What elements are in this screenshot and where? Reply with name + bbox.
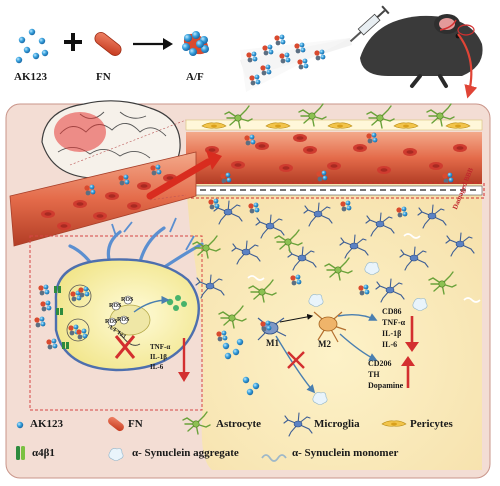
brain-icon xyxy=(41,100,181,197)
legend-label-integrin: α4β1 xyxy=(32,447,55,459)
legend-label-synuclein-aggregate: α- Synuclein aggregate xyxy=(132,447,239,459)
ak123-particle-icon xyxy=(28,28,36,36)
ak123-particle-icon xyxy=(18,36,26,44)
m2-marker-arrow-icon xyxy=(401,356,415,388)
m2-microglia xyxy=(313,311,347,343)
m2-marker-th: TH xyxy=(368,370,380,379)
m1-marker-tnf: TNF-α xyxy=(382,318,406,327)
label-m1: M1 xyxy=(266,338,279,348)
enzyme-label: ROS xyxy=(105,319,118,325)
blood-vessel-lumen xyxy=(186,132,482,184)
inset-cytokine-il1b: IL-1β xyxy=(150,353,167,361)
ak123-particle-icon xyxy=(23,46,31,54)
legend-label-synuclein-monomer: α- Synuclein monomer xyxy=(292,447,399,459)
label-ak123: AK123 xyxy=(14,71,47,83)
fn-capsule-icon xyxy=(108,416,124,432)
ak123-particle-icon xyxy=(15,56,23,64)
label-af: A/F xyxy=(186,71,204,83)
m1-marker-il6: IL-6 xyxy=(382,340,398,349)
enzyme-label: ROS xyxy=(117,317,130,323)
zoom-guide-lines xyxy=(69,119,187,201)
zoom-in-arrow-icon xyxy=(146,150,222,200)
tissue-cells xyxy=(192,198,481,360)
ak123-particle-icon xyxy=(41,49,49,57)
fn-capsule-icon xyxy=(94,32,122,56)
inset-cytokine-tnf: TNF-α xyxy=(150,343,171,351)
enzyme-label: ROS xyxy=(109,303,122,309)
plus-sign-icon xyxy=(64,33,82,51)
legend-label-fn: FN xyxy=(128,418,143,430)
label-fn: FN xyxy=(96,71,111,83)
inset-cytokine-il6: IL-6 xyxy=(150,363,164,371)
m2-marker-cd206: CD206 xyxy=(368,359,392,368)
mouse-icon xyxy=(360,14,483,88)
m2-marker-dopamine: Dopamine xyxy=(368,381,404,390)
microglia-cell-inset xyxy=(34,217,204,382)
ak123-particle-icon xyxy=(32,52,40,60)
legend-label-microglia: Microglia xyxy=(314,418,360,430)
mouse-to-brain-arrow-icon xyxy=(457,33,478,99)
ak123-particle-icon xyxy=(38,37,46,45)
label-m2: M2 xyxy=(318,339,331,349)
reaction-arrow-icon xyxy=(133,38,173,50)
left-blood-vessel xyxy=(9,151,197,247)
legend-label-astrocyte: Astrocyte xyxy=(216,418,261,430)
endothelium-top xyxy=(185,103,483,131)
integrin-icon xyxy=(16,446,25,460)
m1-marker-il1b: IL-1β xyxy=(382,329,402,338)
m1-marker-arrow-icon xyxy=(405,316,419,352)
synuclein-aggregate-icon xyxy=(108,448,124,461)
polarization-arrows xyxy=(242,313,378,405)
ak123-particle-icon xyxy=(16,421,24,429)
ak123-molecule-group xyxy=(15,28,49,64)
injection-spray xyxy=(240,34,352,92)
m1-microglia xyxy=(257,317,287,341)
enzyme-label: ROS xyxy=(121,297,134,303)
m1-marker-cd86: CD86 xyxy=(382,307,402,316)
legend-label-ak123: AK123 xyxy=(30,418,63,430)
synuclein-monomer-icon xyxy=(261,454,287,462)
syringe-icon xyxy=(349,5,390,43)
af-composite-icon xyxy=(182,31,209,56)
legend-label-pericytes: Pericytes xyxy=(410,418,453,430)
legend xyxy=(16,411,407,462)
